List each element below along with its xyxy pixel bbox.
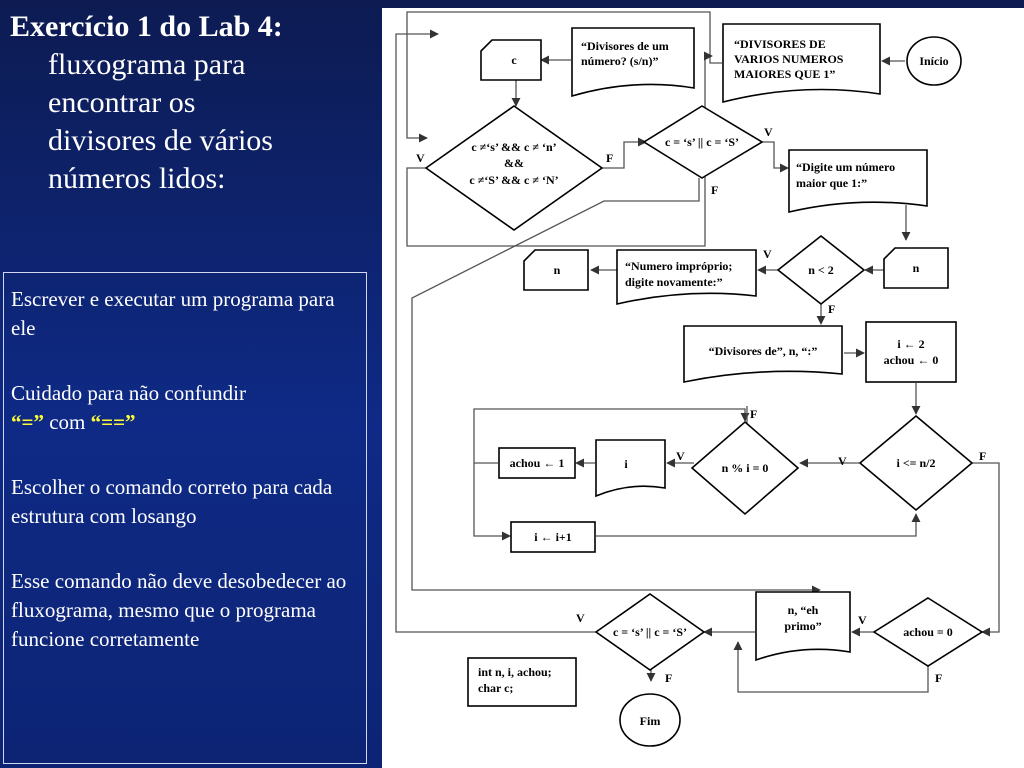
title-sub-line: divisores de vários [48, 124, 273, 157]
title-main: Exercício 1 do Lab 4: [10, 10, 283, 43]
fim-label: Fim [640, 714, 661, 728]
test-s2-diamond: c = ‘s’ || c = ‘S’ [594, 593, 706, 671]
note-write-program: Escrever e executar um programa para ele [11, 287, 335, 340]
prompt-more-box: “Divisores de um número? (s/n)” [571, 27, 695, 98]
read-n2-box: n [523, 249, 589, 291]
check-c-line: c ≠‘S’ && c ≠ ‘N’ [469, 173, 558, 187]
note-obey-flowchart: Esse comando não deve desobedecer ao flu… [11, 569, 347, 651]
note-careful: Cuidado para não confundir “=” com “==” [11, 379, 360, 437]
branch-label-f: F [711, 183, 718, 197]
improper-box: “Numero impróprio; digite novamente:” [616, 249, 757, 306]
prompt-more-line: “Divisores de um [581, 39, 669, 53]
read-n2-label: n [554, 263, 561, 277]
check-c-diamond: c ≠‘s’ && c ≠ ‘n’ && c ≠‘S’ && c ≠ ‘N’ [424, 105, 604, 231]
read-c-box: c [480, 39, 542, 81]
slide-title: Exercício 1 do Lab 4: fluxograma para en… [10, 8, 380, 198]
print-header-line: “DIVISORES DE [734, 37, 826, 51]
prompt-num-line: maior que 1:” [796, 176, 867, 190]
branch-label-f: F [935, 671, 942, 685]
test-achou-diamond: achou = 0 [872, 597, 984, 667]
note-com: com [49, 410, 86, 434]
inicio-label: Início [919, 54, 948, 68]
branch-label-f: F [750, 407, 757, 421]
branch-labels: V F V F V F V F V F V F V F [416, 125, 986, 685]
test-s-label: c = ‘s’ || c = ‘S’ [665, 135, 739, 149]
print-prime-box: n, “eh primo” [755, 591, 851, 662]
check-c-line: && [504, 156, 524, 170]
declarations-box: int n, i, achou; char c; [467, 657, 577, 707]
print-divs-box: “Divisores de”, n, “:” [683, 325, 843, 383]
improper-line: “Numero impróprio; [625, 259, 732, 273]
branch-label-v: V [416, 151, 425, 165]
branch-label-f: F [828, 302, 835, 316]
improper-line: digite novamente:” [625, 275, 723, 289]
note-eq-double: “==” [90, 410, 136, 434]
title-sub-line: números lidos: [48, 162, 226, 195]
test-mod-label: n % i = 0 [722, 461, 769, 475]
print-prime-line: primo” [784, 619, 821, 633]
declarations-line: int n, i, achou; [478, 665, 552, 679]
branch-label-v: V [858, 613, 867, 627]
note-careful-text: Cuidado para não confundir [11, 381, 247, 405]
flowchart-connectors [395, 11, 1000, 693]
branch-label-v: V [576, 611, 585, 625]
read-n-box: n [883, 247, 949, 289]
set-achou-label: achou ← 1 [510, 456, 565, 470]
print-prime-line: n, “eh [788, 603, 819, 617]
flowchart: Início “DIVISORES DE VARIOS NUMEROS MAIO… [395, 11, 1000, 747]
branch-label-v: V [764, 125, 773, 139]
print-header-line: MAIORES QUE 1” [734, 67, 835, 81]
read-c-label: c [511, 53, 517, 67]
init-box: i ← 2 achou ← 0 [865, 321, 957, 383]
prompt-num-line: “Digite um número [796, 160, 895, 174]
init-line: i ← 2 [897, 337, 924, 351]
test-loop-label: i <= n/2 [896, 456, 935, 470]
test-loop-diamond: i <= n/2 [858, 414, 974, 512]
branch-label-f: F [979, 449, 986, 463]
inicio-terminator: Início [906, 36, 962, 86]
prompt-more-line: número? (s/n)” [581, 54, 658, 68]
flowchart-panel: Início “DIVISORES DE VARIOS NUMEROS MAIO… [382, 8, 1024, 768]
notes-box: Escrever e executar um programa para ele… [3, 272, 367, 764]
note-choose-command: Escolher o comando correto para cada est… [11, 475, 333, 528]
test-achou-label: achou = 0 [903, 625, 953, 639]
print-i-box: i [595, 439, 666, 498]
fim-terminator: Fim [619, 693, 681, 747]
init-line: achou ← 0 [884, 353, 939, 367]
set-achou-box: achou ← 1 [498, 447, 576, 479]
print-header-line: VARIOS NUMEROS [734, 52, 844, 66]
prompt-num-box: “Digite um número maior que 1:” [788, 149, 928, 214]
incr-box: i ← i+1 [510, 521, 596, 553]
declarations-line: char c; [478, 681, 513, 695]
test-mod-diamond: n % i = 0 [690, 420, 800, 516]
incr-label: i ← i+1 [534, 530, 572, 544]
read-n-label: n [913, 261, 920, 275]
print-i-label: i [624, 457, 628, 471]
print-divs-label: “Divisores de”, n, “:” [709, 344, 818, 358]
branch-label-v: V [676, 449, 685, 463]
note-eq-single: “=” [11, 410, 44, 434]
branch-label-f: F [606, 151, 613, 165]
print-header-box: “DIVISORES DE VARIOS NUMEROS MAIORES QUE… [722, 23, 881, 104]
branch-label-v: V [838, 454, 847, 468]
branch-label-v: V [763, 247, 772, 261]
test-s-diamond: c = ‘s’ || c = ‘S’ [642, 105, 764, 179]
title-sub-line: encontrar os [48, 86, 196, 119]
branch-label-f: F [665, 671, 672, 685]
test-s2-label: c = ‘s’ || c = ‘S’ [613, 625, 687, 639]
title-sub-line: fluxograma para [48, 48, 246, 81]
test-n-diamond: n < 2 [776, 234, 866, 306]
check-c-line: c ≠‘s’ && c ≠ ‘n’ [471, 140, 556, 154]
test-n-label: n < 2 [808, 263, 834, 277]
